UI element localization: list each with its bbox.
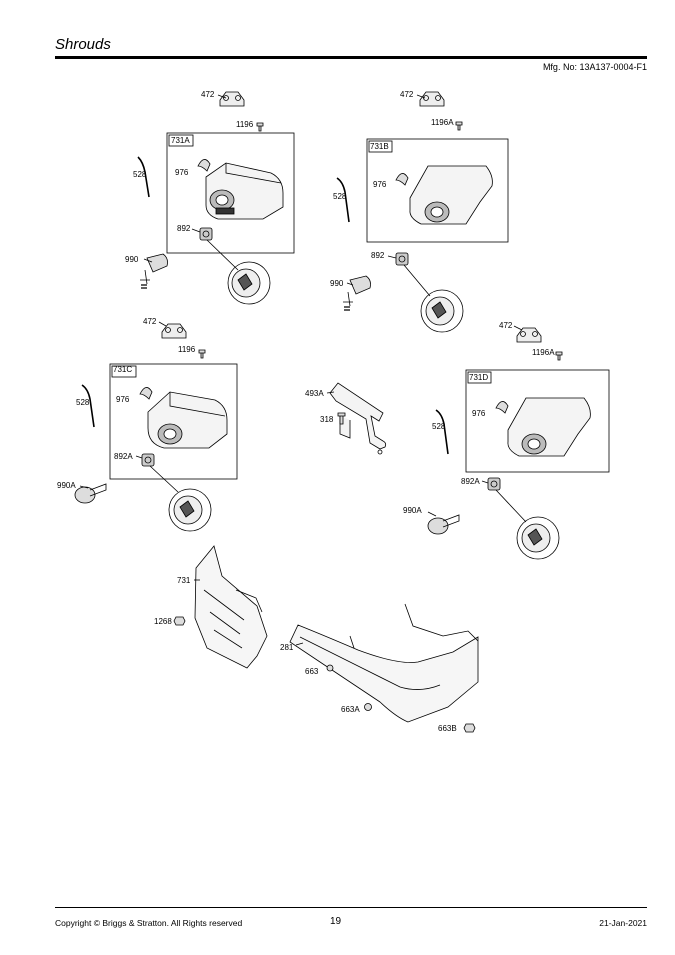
base-shroud-281-icon [289,603,479,723]
part-990a-c-knob-icon [74,483,107,504]
part-528-b-tube-icon [336,177,350,223]
part-1196a-screw-icon [455,121,463,131]
part-472-a-icon [219,91,245,107]
part-1196-c-screw-icon [198,349,206,359]
header-rule [55,56,647,59]
part-label-976-a: 976 [175,168,189,177]
part-label-663a: 663A [341,705,360,714]
detail-circle-d-icon [495,489,560,560]
part-892-a-icon [199,227,213,241]
footer-rule [55,907,647,908]
part-label-493a: 493A [305,389,324,398]
group-box-731d [465,369,610,473]
copyright-text: Copyright © Briggs & Stratton. All Right… [55,918,243,928]
part-label-990a-c: 990A [57,481,76,490]
part-663-screw-icon [326,664,334,672]
part-label-472-c: 472 [143,317,157,326]
group-label-731b: 731B [370,142,389,151]
part-892a-d-icon [487,477,501,491]
part-label-528-a: 528 [133,170,147,179]
mfg-number: Mfg. No: 13A137-0004-F1 [542,62,647,72]
part-label-1196-a: 1196 [236,120,254,129]
detail-circle-a-icon [206,239,271,305]
part-label-1196a-d: 1196A [532,348,555,357]
group-tag-731d [467,371,492,384]
group-tag-731c [111,365,137,378]
bracket-493a-icon [329,382,387,455]
group-label-731a: 731A [171,136,190,145]
shroud-731b-icon [409,165,493,225]
part-990-b-knob-icon [343,275,371,311]
part-label-663: 663 [305,667,319,676]
part-528-d-tube-icon [435,409,449,455]
group-tag-731a [168,134,194,147]
part-892-b-icon [395,252,409,266]
part-892a-c-icon [141,453,155,467]
part-label-528-b: 528 [333,192,347,201]
group-label-731d: 731D [469,373,488,382]
part-label-663b: 663B [438,724,457,733]
part-label-892-b: 892 [371,251,385,260]
part-label-731: 731 [177,576,191,585]
group-box-731b [366,138,509,243]
part-1196-screw-icon [256,122,264,132]
part-528-c-tube-icon [81,384,95,428]
part-label-1196-c: 1196 [178,345,196,354]
leader-line [217,94,227,99]
part-label-990-a: 990 [125,255,139,264]
part-label-472-a: 472 [201,90,215,99]
part-472-b-icon [419,91,445,107]
group-tag-731b [368,140,393,153]
shroud-731d-icon [507,397,591,457]
part-label-281: 281 [280,643,294,652]
group-label-731c: 731C [113,365,132,374]
detail-circle-b-icon [403,264,464,333]
detail-circle-c-icon [149,465,212,532]
part-976-a-grommet-icon [197,159,211,172]
part-1196a-d-screw-icon [555,351,563,361]
part-1268-nut-icon [173,616,186,626]
page-number: 19 [330,916,342,927]
part-label-472-d: 472 [499,321,513,330]
part-472-d-icon [516,327,542,343]
part-472-c-icon [161,323,187,339]
part-976-d-grommet-icon [495,401,509,414]
part-label-472-b: 472 [400,90,414,99]
part-label-318: 318 [320,415,334,424]
part-label-976-d: 976 [472,409,486,418]
part-label-528-c: 528 [76,398,90,407]
part-label-990a-d: 990A [403,506,422,515]
part-label-1196a-b: 1196A [431,118,454,127]
part-663a-screw-icon [364,703,372,711]
part-label-976-b: 976 [373,180,387,189]
group-box-731c [109,363,238,480]
part-663b-screw-icon [463,723,476,733]
page-date: 21-Jan-2021 [599,918,647,928]
shroud-731c-icon [147,391,228,449]
part-label-528-d: 528 [432,422,446,431]
part-976-b-grommet-icon [395,173,409,186]
side-shroud-731-icon [194,545,268,669]
part-label-1268: 1268 [154,617,172,626]
part-label-990-b: 990 [330,279,344,288]
part-label-892-a: 892 [177,224,191,233]
part-990-a-knob-icon [140,253,168,289]
part-990a-d-knob-icon [427,514,460,535]
shroud-731a-icon [205,162,284,220]
part-label-976-c: 976 [116,395,130,404]
part-528-a-tube-icon [137,156,150,198]
part-976-c-grommet-icon [139,387,153,400]
page-title: Shrouds [55,36,111,53]
part-label-892a-d: 892A [461,477,480,486]
group-box-731a [166,132,295,254]
part-label-892a-c: 892A [114,452,133,461]
part-318-screw-icon [337,412,346,425]
